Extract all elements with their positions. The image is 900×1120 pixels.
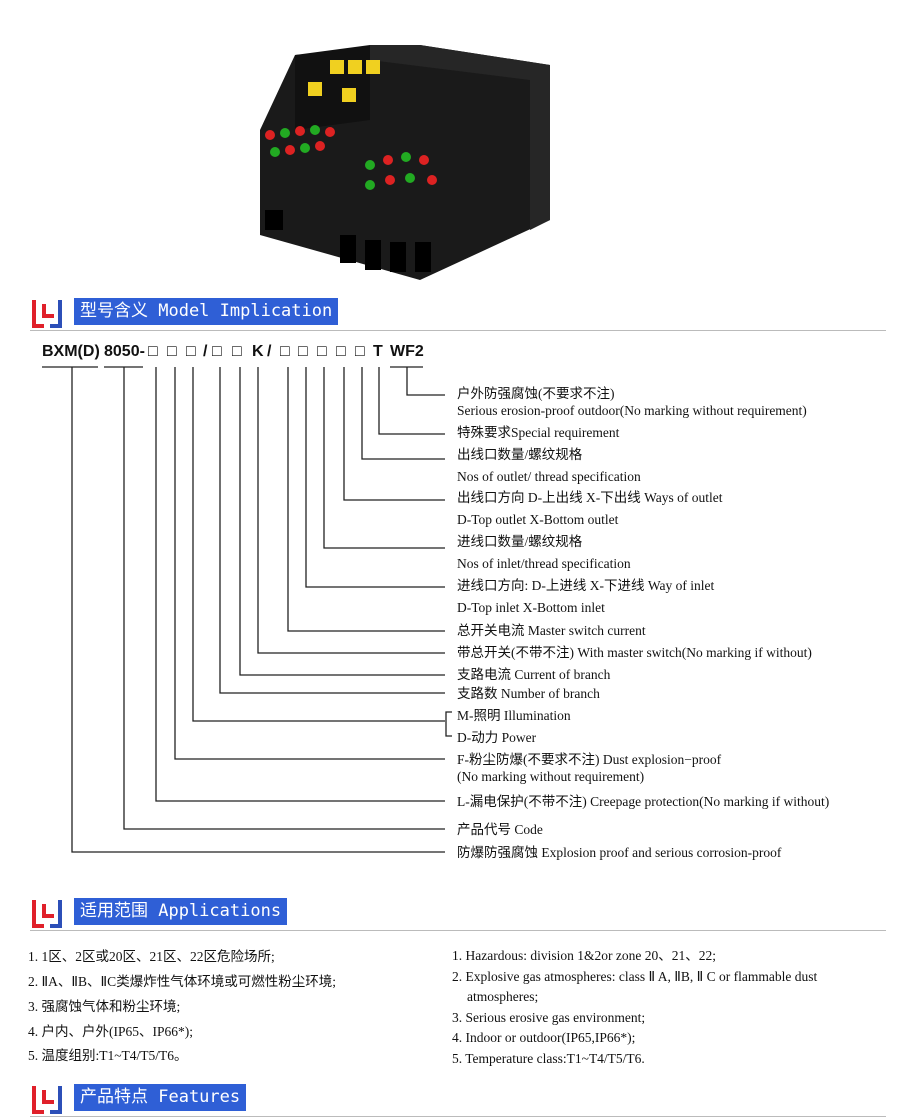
label: Nos of outlet/ thread specification	[457, 469, 641, 484]
company-logo-icon	[32, 300, 62, 328]
code-segment: □	[280, 343, 290, 360]
code-segment: K	[252, 343, 264, 360]
code-segment: □	[148, 343, 158, 360]
label: Nos of inlet/thread specification	[457, 556, 631, 571]
label: 进线口数量/螺纹规格	[457, 534, 583, 549]
divider	[30, 1116, 886, 1117]
application-en: 5. Temperature class:T1~T4/T5/T6.	[452, 1051, 645, 1066]
section-title: 产品特点 Features	[74, 1084, 247, 1111]
code-segment: □	[212, 343, 222, 360]
code-prefix: BXM(D)	[42, 343, 100, 360]
label: F-粉尘防爆(不要求不注) Dust explosion−proof	[457, 752, 722, 767]
leader-lines	[42, 366, 452, 853]
product-image	[260, 45, 550, 280]
label: (No marking without requirement)	[457, 769, 645, 784]
label: M-照明 Illumination	[457, 708, 571, 723]
application-en: 3. Serious erosive gas environment;	[452, 1010, 646, 1025]
divider	[30, 330, 886, 331]
company-logo-icon	[32, 1086, 62, 1114]
label: 特殊要求Special requirement	[457, 425, 620, 440]
section-title: 型号含义 Model Implication	[74, 298, 339, 325]
code-segment: T	[373, 343, 383, 360]
divider	[30, 930, 886, 931]
label: D-Top inlet X-Bottom inlet	[457, 600, 605, 615]
label: 带总开关(不带不注) With master switch(No marking…	[457, 645, 812, 660]
code-segment: □	[317, 343, 327, 360]
code-segment: □	[186, 343, 196, 360]
label: 进线口方向: D-上进线 X-下进线 Way of inlet	[457, 578, 715, 593]
code-segment: /	[267, 343, 272, 360]
label: 产品代号 Code	[457, 822, 543, 837]
label: 总开关电流 Master switch current	[457, 623, 646, 638]
label: L-漏电保护(不带不注) Creepage protection(No mark…	[457, 794, 830, 809]
application-en: 1. Hazardous: division 1&2or zone 20、21、…	[452, 948, 716, 963]
code-segment: WF2	[390, 343, 424, 360]
application-cn: 3. 强腐蚀气体和粉尘环境;	[28, 999, 181, 1014]
label: D-动力 Power	[457, 730, 537, 745]
code-segment: □	[298, 343, 308, 360]
label: 支路电流 Current of branch	[457, 667, 611, 682]
application-cn: 4. 户内、户外(IP65、IP66*);	[28, 1024, 193, 1039]
label: 出线口方向 D-上出线 X-下出线 Ways of outlet	[457, 490, 723, 505]
code-segment: □	[336, 343, 346, 360]
application-en: atmospheres;	[467, 989, 539, 1004]
section-title: 适用范围 Applications	[74, 898, 288, 925]
application-en: 2. Explosive gas atmospheres: class Ⅱ A,…	[452, 969, 818, 984]
label: 出线口数量/螺纹规格	[457, 447, 583, 462]
code-series: 8050-	[104, 343, 145, 360]
code-segment: □	[167, 343, 177, 360]
application-cn: 1. 1区、2区或20区、21区、22区危险场所;	[28, 949, 275, 964]
application-cn: 5. 温度组别:T1~T4/T5/T6。	[28, 1048, 188, 1063]
code-segment: /	[203, 343, 208, 360]
code-segment: □	[232, 343, 242, 360]
application-cn: 2. ⅡA、ⅡB、ⅡC类爆炸性气体环境或可燃性粉尘环境;	[28, 974, 336, 989]
company-logo-icon	[32, 900, 62, 928]
code-segment: □	[355, 343, 365, 360]
label: D-Top outlet X-Bottom outlet	[457, 512, 619, 527]
application-en: 4. Indoor or outdoor(IP65,IP66*);	[452, 1030, 636, 1045]
label: Serious erosion-proof outdoor(No marking…	[457, 403, 807, 418]
label: 户外防强腐蚀(不要求不注)	[457, 386, 615, 401]
label: 防爆防强腐蚀 Explosion proof and serious corro…	[457, 845, 782, 860]
label: 支路数 Number of branch	[457, 686, 600, 701]
